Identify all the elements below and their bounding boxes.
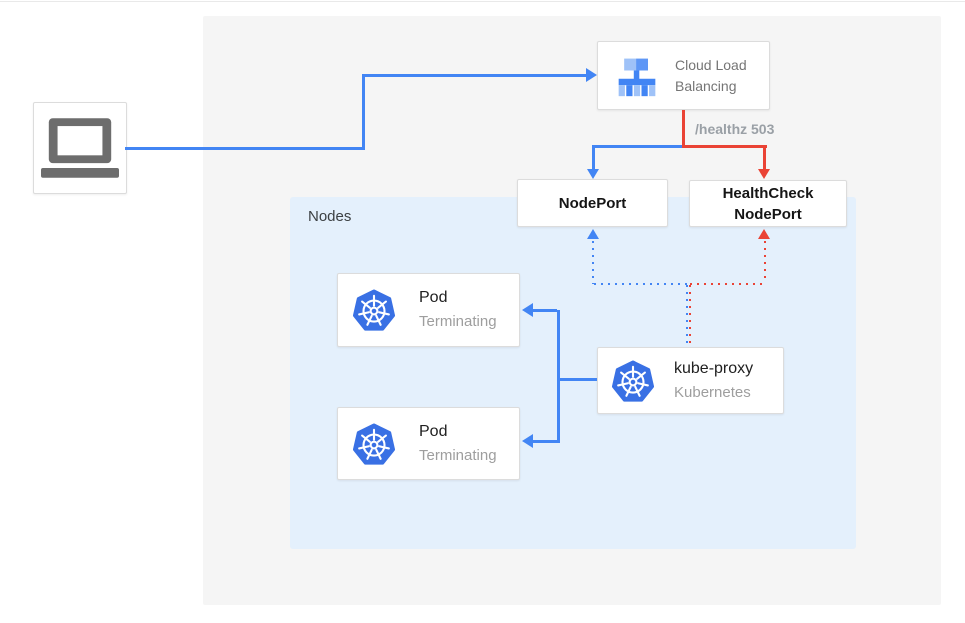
arrowhead-into-pod-1 [522, 303, 533, 317]
pod-2-title: Pod [419, 422, 448, 440]
kube-proxy-subtitle: Kubernetes [674, 383, 751, 401]
pod-2-status: Terminating [419, 446, 497, 464]
pod-1-text: Pod Terminating [419, 288, 497, 332]
healthcheck-nodeport-label: HealthCheck NodePort [722, 184, 814, 223]
kubernetes-icon [353, 289, 395, 331]
client-card [33, 102, 127, 194]
top-divider [0, 1, 965, 2]
pod-1-status: Terminating [419, 313, 497, 330]
arrowhead-into-nodeport [587, 169, 599, 179]
edge-branch-blue-vertical [592, 145, 595, 169]
edge-client-to-lb-horizontal [125, 147, 362, 150]
kubernetes-icon [612, 360, 654, 402]
arrowhead-dotted-into-healthcheck [758, 229, 770, 239]
cloud-load-balancing-icon [618, 58, 656, 96]
edge-branch-red-horizontal [682, 145, 767, 148]
edge-kubeproxy-stem-red-dotted [689, 285, 691, 347]
arrowhead-into-pod-2 [522, 434, 533, 448]
edge-branch-blue-horizontal [592, 145, 682, 148]
arrowhead-dotted-into-nodeport [587, 229, 599, 239]
pod-1-title: Pod [419, 289, 448, 306]
edge-kubeproxy-to-healthcheck-horizontal-dotted [690, 283, 766, 285]
load-balancer-card: Cloud Load Balancing [597, 41, 770, 110]
nodeport-card: NodePort [517, 179, 668, 227]
arrowhead-into-lb [586, 68, 597, 82]
kube-proxy-text: kube-proxy Kubernetes [674, 359, 753, 403]
pod-card-2: Pod Terminating [337, 407, 520, 480]
load-balancer-label: Cloud Load Balancing [675, 56, 747, 94]
edge-lb-down-red [682, 110, 685, 148]
edge-to-pod-1 [532, 309, 557, 312]
healthcheck-nodeport-card: HealthCheck NodePort [689, 180, 847, 227]
nodeport-label: NodePort [558, 194, 627, 212]
laptop-icon [41, 117, 119, 178]
nodes-group-label: Nodes [308, 208, 352, 225]
edge-kubeproxy-to-nodeport-vertical-dotted [592, 241, 594, 284]
kubernetes-icon [353, 423, 395, 465]
kube-proxy-card: kube-proxy Kubernetes [597, 347, 784, 414]
edge-kubeproxy-to-pods-vertical [557, 310, 560, 443]
edge-branch-red-vertical [763, 145, 766, 169]
pod-2-text: Pod Terminating [419, 422, 497, 466]
edge-kubeproxy-to-pods-horizontal [560, 378, 597, 381]
edge-kubeproxy-to-nodeport-horizontal-dotted [594, 283, 687, 285]
pod-card-1: Pod Terminating [337, 273, 520, 347]
edge-kubeproxy-to-healthcheck-vertical-dotted [764, 241, 766, 283]
edge-to-pod-2 [532, 440, 557, 443]
kube-proxy-title: kube-proxy [674, 359, 754, 377]
edge-client-to-lb-vertical [362, 74, 365, 150]
healthz-status-label: /healthz 503 [695, 121, 775, 137]
edge-client-to-lb-top [365, 74, 586, 77]
edge-kubeproxy-stem-blue-dotted [686, 285, 688, 347]
arrowhead-into-healthcheck [758, 169, 770, 179]
